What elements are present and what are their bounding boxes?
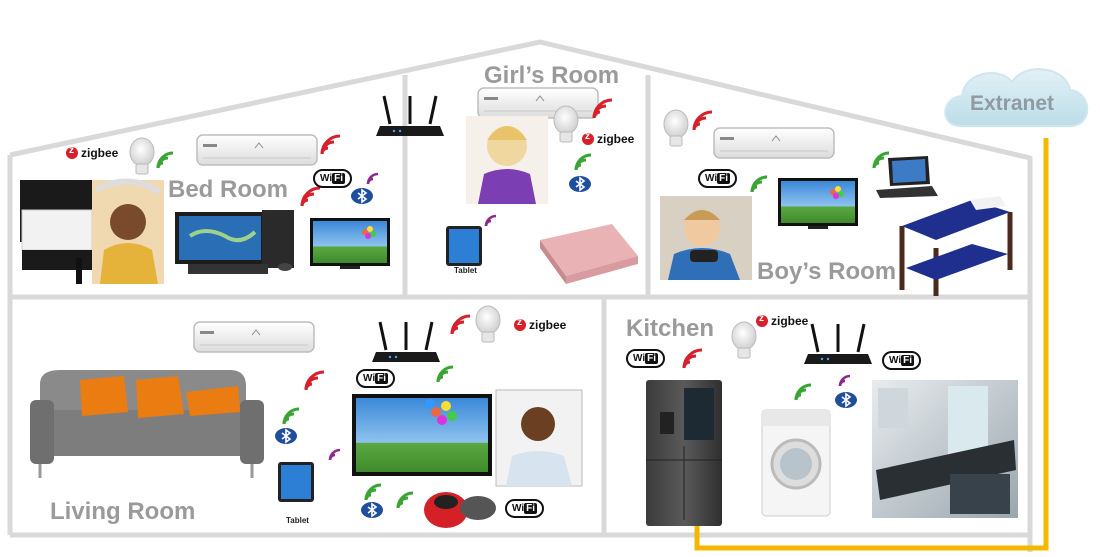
bed-room [20, 94, 446, 284]
wifi-signal-icon [794, 383, 813, 402]
bluetooth-signal-icon [366, 172, 380, 186]
kitchen-label: Kitchen [626, 315, 715, 342]
bluetooth-signal-icon [838, 374, 852, 388]
stressed-woman-photo [92, 178, 164, 284]
kitchen [646, 321, 1018, 526]
living-room [30, 305, 583, 528]
kitchen-interior-photo [872, 380, 1018, 518]
zigbee-badge: zigbee [66, 146, 156, 160]
robot-vacuum-icon [424, 492, 496, 528]
boys-room-label: Boy’s Room [757, 258, 897, 285]
light-bulb-icon [553, 105, 579, 143]
sofa-icon [30, 370, 264, 478]
bluetooth-icon [360, 501, 384, 519]
girls-room [446, 87, 638, 284]
bed-icon [20, 180, 93, 284]
tv-icon [352, 394, 492, 476]
wifi-signal-icon [364, 483, 383, 502]
light-bulb-icon [663, 109, 689, 147]
bluetooth-signal-icon [328, 448, 342, 462]
girls-room-label: Girl’s Room [484, 62, 620, 89]
refrigerator-icon [646, 380, 722, 526]
air-conditioner-icon [477, 87, 599, 119]
house-outline [7, 39, 1033, 552]
zigbee-badge: zigbee [756, 314, 826, 328]
wifi-signal-icon [436, 365, 455, 384]
air-conditioner-icon [713, 127, 835, 159]
air-conditioner-icon [193, 321, 315, 353]
tablet-label: Tablet [286, 516, 309, 525]
wifi-signal-icon [300, 186, 322, 208]
zigbee-icon [514, 318, 526, 331]
bluetooth-signal-icon [282, 407, 301, 426]
boys-room [660, 109, 1013, 296]
wifi-signal-icon [574, 153, 593, 172]
cloud-icon [944, 68, 1089, 127]
mattress-icon [540, 224, 638, 284]
router-icon [370, 320, 442, 364]
wifi-signal-icon [682, 348, 704, 370]
wifi-signal-icon [872, 151, 891, 170]
light-bulb-icon [475, 305, 501, 343]
zigbee-signal-icon [692, 110, 714, 132]
extranet-link [694, 138, 1049, 551]
bluetooth-icon [568, 175, 592, 193]
bed-room-label: Bed Room [168, 176, 288, 203]
bluetooth-icon [274, 427, 298, 445]
zigbee-icon [756, 314, 768, 327]
router-icon [374, 94, 446, 138]
zigbee-signal-icon [156, 151, 175, 170]
wifi-signal-icon [750, 175, 769, 194]
washing-machine-icon [761, 409, 831, 517]
air-conditioner-icon [196, 134, 318, 166]
light-bulb-icon [731, 321, 757, 359]
wifi-signal-icon [320, 134, 342, 156]
zigbee-badge: zigbee [514, 318, 584, 332]
tv-icon [310, 218, 390, 269]
man-with-phone-photo [495, 389, 583, 487]
tv-icon [778, 178, 858, 229]
laptop-icon [876, 156, 938, 198]
zigbee-badge: zigbee [582, 132, 652, 146]
zigbee-signal-icon [450, 314, 472, 336]
bluetooth-icon [834, 391, 858, 409]
tablet-icon [278, 462, 314, 502]
boy-gaming-photo [660, 196, 752, 280]
desktop-computer-icon [175, 210, 294, 274]
girl-with-phone-photo [466, 116, 548, 204]
bunk-bed-icon [899, 196, 1013, 296]
zigbee-icon [582, 132, 594, 145]
tablet-label: Tablet [454, 266, 477, 275]
wifi-signal-icon [396, 491, 415, 510]
bluetooth-icon [350, 187, 374, 205]
zigbee-icon [66, 146, 78, 159]
living-room-label: Living Room [50, 498, 196, 525]
wifi-signal-icon [304, 370, 326, 392]
tablet-icon [446, 226, 482, 266]
extranet-label: Extranet [970, 92, 1055, 115]
bluetooth-signal-icon [484, 214, 498, 228]
